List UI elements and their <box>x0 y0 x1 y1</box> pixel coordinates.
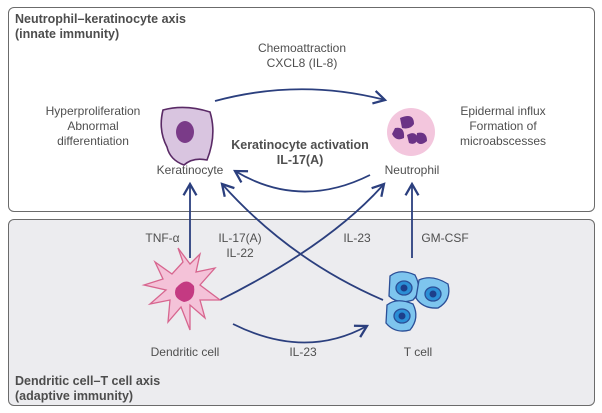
epidermal-influx-text: Epidermal influx <box>460 104 546 118</box>
keratinocyte-activation-label: Keratinocyte activation IL-17(A) <box>225 138 375 168</box>
adaptive-immunity-panel <box>8 219 595 406</box>
chemoattraction-label: Chemoattraction CXCL8 (IL-8) <box>232 41 372 71</box>
il23-top-label: IL-23 <box>343 231 371 245</box>
abnormal-text: Abnormal <box>67 119 119 133</box>
t-cell-cluster-icon <box>385 271 450 332</box>
il23-bottom-label: IL-23 <box>289 345 317 359</box>
keratinocyte-label: Keratinocyte <box>156 163 224 177</box>
neutrophil-cell-icon <box>387 108 435 156</box>
dendritic-cell-label: Dendritic cell <box>150 345 220 359</box>
il17a-text: IL-17(A) <box>218 231 262 245</box>
neutrophil-effects: Epidermal influx Formation of microabsce… <box>443 104 563 149</box>
gmcsf-label: GM-CSF <box>421 231 469 245</box>
differentiation-text: differentiation <box>57 134 129 148</box>
chemoattraction-text: Chemoattraction <box>257 41 347 55</box>
arrow-chemoattraction <box>214 88 388 105</box>
formation-of-text: Formation of <box>469 119 537 133</box>
keratinocyte-cell-icon <box>160 106 214 166</box>
cxcl8-text: CXCL8 (IL-8) <box>266 56 338 70</box>
keratinocyte-effects: Hyperproliferation Abnormal differentiat… <box>28 104 158 149</box>
neutrophil-label: Neutrophil <box>384 163 440 177</box>
innate-panel-title: Neutrophil–keratinocyte axis (innate imm… <box>15 12 186 42</box>
il22-text: IL-22 <box>226 246 254 260</box>
arrow-keratinocyte-activation <box>233 169 371 193</box>
microabscesses-text: microabscesses <box>459 134 547 148</box>
arrow-il17-il22 <box>220 182 384 301</box>
il17a-activation-text: IL-17(A) <box>276 153 324 167</box>
il17-il22-label: IL-17(A) IL-22 <box>210 231 270 261</box>
arrow-il23-to-neutrophil <box>219 182 386 301</box>
dendritic-cell-icon <box>141 247 222 331</box>
innate-panel-title-line2: (innate immunity) <box>15 27 120 41</box>
innate-immunity-panel <box>8 7 595 212</box>
adaptive-panel-title-line1: Dendritic cell–T cell axis <box>15 374 161 388</box>
adaptive-panel-title: Dendritic cell–T cell axis (adaptive imm… <box>15 374 160 404</box>
hyperproliferation-text: Hyperproliferation <box>45 104 141 118</box>
adaptive-panel-title-line2: (adaptive immunity) <box>15 389 134 403</box>
t-cell-label: T cell <box>403 345 433 359</box>
keratinocyte-activation-text: Keratinocyte activation <box>231 138 369 152</box>
innate-panel-title-line1: Neutrophil–keratinocyte axis <box>15 12 186 26</box>
tnf-alpha-label: TNF-α <box>145 231 180 245</box>
arrow-il23-to-tcell <box>232 323 370 344</box>
